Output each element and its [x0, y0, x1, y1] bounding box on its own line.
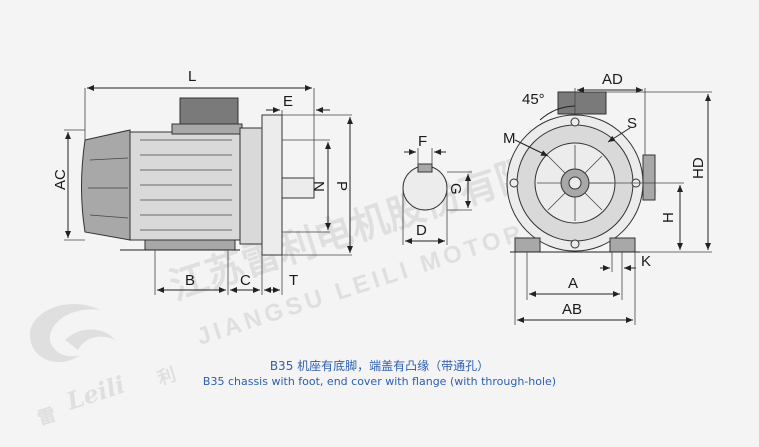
label-AB: AB: [562, 301, 582, 318]
label-D: D: [416, 222, 427, 239]
label-E: E: [283, 93, 293, 110]
caption-cn: B35 机座有底脚，端盖有凸缘（带通孔）: [269, 359, 490, 373]
side-conduit: [642, 154, 656, 201]
front-view: AD 45° M S HD H K A AB: [503, 71, 712, 325]
caption-en: B35 chassis with foot, end cover with fl…: [202, 375, 557, 388]
end-shield: [239, 127, 263, 245]
fan-cover: [81, 129, 131, 241]
shaft-circle: [402, 165, 448, 211]
label-AD: AD: [602, 71, 623, 88]
label-T: T: [289, 272, 298, 289]
watermark-logo: [30, 304, 115, 363]
shaft: [281, 177, 315, 199]
label-N: N: [310, 181, 327, 192]
keyway: [417, 163, 433, 173]
front-foot-left: [514, 237, 541, 253]
label-HD: HD: [690, 157, 707, 179]
label-C: C: [240, 272, 251, 289]
front-terminal-box: [557, 91, 607, 115]
label-G: G: [447, 183, 464, 195]
label-P: P: [333, 181, 350, 191]
label-H: H: [660, 212, 677, 223]
label-M: M: [503, 130, 516, 147]
label-K: K: [641, 253, 651, 270]
label-A: A: [568, 275, 578, 292]
label-S: S: [627, 115, 637, 132]
label-F: F: [418, 133, 427, 150]
label-L: L: [188, 68, 196, 85]
side-view: L E AC N P B C T: [52, 68, 353, 295]
front-foot-right: [609, 237, 636, 253]
watermark-brand-cn-1: 雷: [35, 404, 59, 430]
foot: [144, 239, 236, 251]
label-AC: AC: [52, 169, 69, 190]
motor-body: [129, 131, 241, 241]
flange: [261, 114, 283, 256]
label-B: B: [185, 272, 195, 289]
shaft-section: F G D: [402, 133, 472, 245]
watermark-brand-cn-2: 利: [155, 363, 179, 389]
label-angle: 45°: [522, 91, 545, 108]
